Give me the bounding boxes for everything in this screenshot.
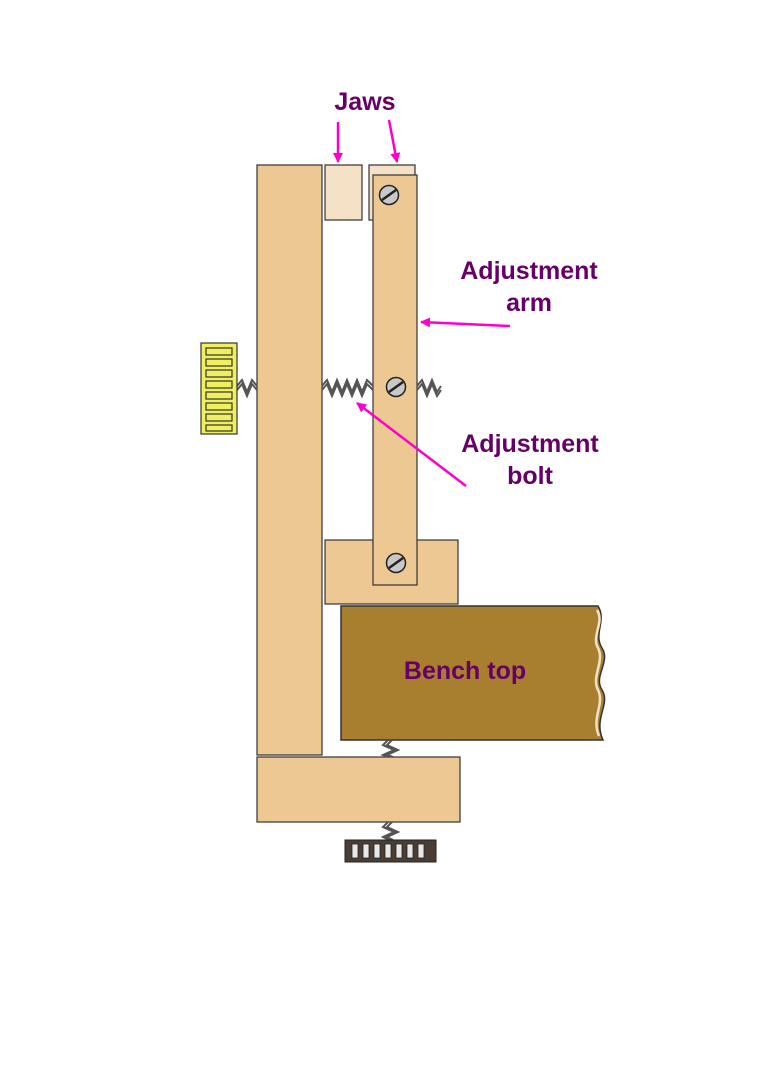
threaded-bolt-icon: [236, 377, 442, 399]
adjustment-arm-label: Adjustment arm: [449, 255, 609, 319]
adjustment-bolt-label: Adjustment bolt: [450, 428, 610, 492]
screw-head-icon: [385, 376, 407, 398]
knurled-knob-icon: [200, 342, 238, 435]
screw-head-icon: [378, 184, 400, 206]
adjustment-bolt-label-line1: Adjustment: [461, 430, 599, 458]
left-jaw: [324, 164, 363, 221]
jaw-arrow-right: [387, 119, 401, 163]
bench-top-edge-highlight: [594, 609, 602, 737]
arm-arrow: [420, 317, 511, 328]
jaws-label: Jaws: [334, 88, 396, 116]
main-vertical-frame: [256, 164, 323, 756]
adjustment-arm-label-line2: arm: [506, 289, 552, 317]
knurled-knob-icon: [344, 839, 437, 863]
bench-top: [340, 605, 606, 741]
screw-head-icon: [385, 552, 407, 574]
adjustment-arm-label-line1: Adjustment: [460, 257, 598, 285]
bolt-arrow: [356, 402, 467, 487]
clamp-foot: [256, 756, 461, 823]
bench-top-label: Bench top: [403, 657, 527, 685]
adjustment-bolt-label-line2: bolt: [507, 462, 553, 490]
threaded-bolt-icon: [380, 739, 401, 841]
